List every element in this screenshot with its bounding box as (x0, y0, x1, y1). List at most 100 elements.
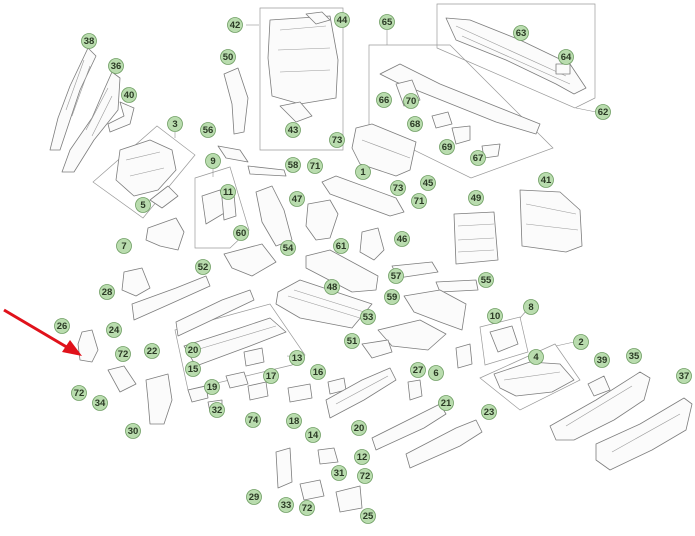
callout-badge (478, 272, 494, 288)
callout-badge (278, 497, 294, 513)
callout-63: 63 (513, 25, 529, 41)
callout-number: 18 (289, 416, 300, 427)
callout-44: 44 (334, 12, 350, 28)
callout-badge (403, 93, 419, 109)
callout-58: 58 (285, 157, 301, 173)
callout-badge (263, 368, 279, 384)
callout-badge (523, 299, 539, 315)
callout-badge (204, 379, 220, 395)
callout-13: 13 (289, 350, 305, 366)
callout-number: 21 (441, 398, 452, 409)
callout-badge (286, 413, 302, 429)
callout-number: 43 (288, 125, 299, 136)
callout-badge (106, 322, 122, 338)
callout-54: 54 (280, 240, 296, 256)
callout-badge (121, 87, 137, 103)
callout-15: 15 (185, 361, 201, 377)
callout-number: 32 (212, 405, 223, 416)
callout-32: 32 (209, 402, 225, 418)
callout-53: 53 (360, 309, 376, 325)
callout-number: 16 (313, 367, 324, 378)
callout-45: 45 (420, 175, 436, 191)
callout-number: 24 (109, 325, 120, 336)
callout-66: 66 (376, 92, 392, 108)
callout-number: 7 (121, 241, 126, 252)
callout-number: 19 (207, 382, 218, 393)
callout-71: 71 (307, 158, 323, 174)
callout-number: 4 (533, 352, 539, 363)
callout-number: 34 (95, 398, 106, 409)
callout-number: 41 (541, 175, 552, 186)
callout-badge (334, 12, 350, 28)
callout-badge (167, 116, 183, 132)
callout-badge (185, 342, 201, 358)
callout-badge (438, 395, 454, 411)
callout-badge (360, 508, 376, 524)
callout-70: 70 (403, 93, 419, 109)
callout-badge (355, 164, 371, 180)
callout-number: 6 (433, 368, 438, 379)
callout-number: 13 (292, 353, 303, 364)
callout-number: 52 (198, 262, 209, 273)
callout-72: 72 (357, 468, 373, 484)
callout-38: 38 (81, 33, 97, 49)
callout-number: 62 (598, 107, 609, 118)
callout-badge (285, 122, 301, 138)
callout-61: 61 (333, 238, 349, 254)
callout-26: 26 (54, 318, 70, 334)
callout-number: 71 (414, 196, 425, 207)
callout-number: 69 (442, 142, 453, 153)
callout-number: 15 (188, 364, 199, 375)
callout-19: 19 (204, 379, 220, 395)
callout-3: 3 (167, 116, 183, 132)
callout-73: 73 (390, 180, 406, 196)
callout-badge (470, 150, 486, 166)
callout-number: 55 (481, 275, 492, 286)
callout-number: 68 (410, 119, 421, 130)
callout-1: 1 (355, 164, 371, 180)
callout-number: 31 (334, 468, 345, 479)
callout-badge (344, 333, 360, 349)
callout-37: 37 (676, 368, 692, 384)
callout-29: 29 (246, 489, 262, 505)
callout-number: 42 (230, 20, 241, 31)
callout-36: 36 (108, 58, 124, 74)
callout-number: 37 (679, 371, 690, 382)
callout-badge (384, 289, 400, 305)
callout-badge (81, 33, 97, 49)
callout-badge (513, 25, 529, 41)
callout-number: 63 (516, 28, 527, 39)
callout-43: 43 (285, 122, 301, 138)
callout-number: 66 (379, 95, 390, 106)
callout-number: 65 (382, 17, 393, 28)
callout-55: 55 (478, 272, 494, 288)
callout-number: 46 (397, 234, 408, 245)
callout-number: 39 (597, 355, 608, 366)
callout-72: 72 (115, 346, 131, 362)
callout-badge (289, 191, 305, 207)
callout-badge (420, 175, 436, 191)
callout-number: 23 (484, 407, 495, 418)
callout-number: 48 (327, 282, 338, 293)
callout-2: 2 (573, 334, 589, 350)
callout-49: 49 (468, 190, 484, 206)
callout-badge (233, 225, 249, 241)
callout-64: 64 (558, 49, 574, 65)
callout-badge (379, 14, 395, 30)
callout-30: 30 (125, 423, 141, 439)
callout-20: 20 (351, 420, 367, 436)
callout-number: 30 (128, 426, 139, 437)
callout-67: 67 (470, 150, 486, 166)
callout-56: 56 (200, 122, 216, 138)
callout-number: 8 (528, 302, 533, 313)
callout-badge (487, 308, 503, 324)
callout-number: 27 (413, 365, 424, 376)
callout-badge (394, 231, 410, 247)
callout-badge (280, 240, 296, 256)
callout-number: 5 (140, 200, 146, 211)
callout-number: 59 (387, 292, 398, 303)
callout-72: 72 (71, 385, 87, 401)
callout-number: 56 (203, 125, 214, 136)
callout-number: 22 (147, 346, 158, 357)
callout-number: 54 (283, 243, 294, 254)
